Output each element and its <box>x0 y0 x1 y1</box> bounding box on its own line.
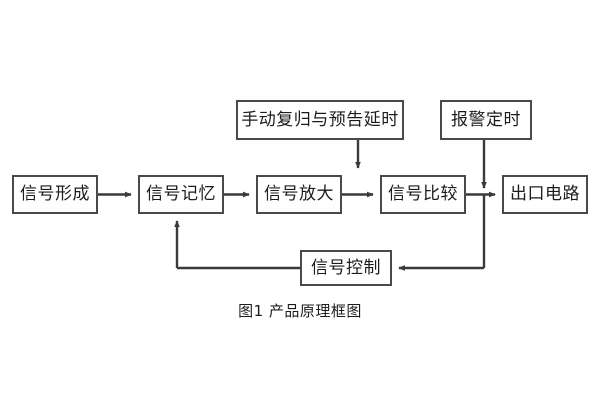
block-signal-amplify[interactable]: 信号放大 <box>256 175 342 214</box>
block-signal-control[interactable]: 信号控制 <box>300 250 392 286</box>
block-alarm-timer-label: 报警定时 <box>451 109 521 130</box>
block-signal-control-label: 信号控制 <box>311 257 381 278</box>
block-output-circuit[interactable]: 出口电路 <box>502 175 588 214</box>
block-signal-compare[interactable]: 信号比较 <box>380 175 466 214</box>
block-output-circuit-label: 出口电路 <box>510 184 580 204</box>
figure-caption: 图1 产品原理框图 <box>238 302 362 320</box>
block-signal-form-label: 信号形成 <box>20 184 90 204</box>
block-signal-memory[interactable]: 信号记忆 <box>138 175 224 214</box>
block-signal-memory-label: 信号记忆 <box>146 184 216 204</box>
block-manual-reset-label: 手动复归与预告延时 <box>241 109 399 130</box>
block-alarm-timer[interactable]: 报警定时 <box>440 100 532 140</box>
block-manual-reset-and-prealarm-delay[interactable]: 手动复归与预告延时 <box>236 100 404 140</box>
block-signal-amplify-label: 信号放大 <box>264 184 334 204</box>
block-signal-compare-label: 信号比较 <box>388 184 458 204</box>
block-signal-form[interactable]: 信号形成 <box>12 175 98 214</box>
